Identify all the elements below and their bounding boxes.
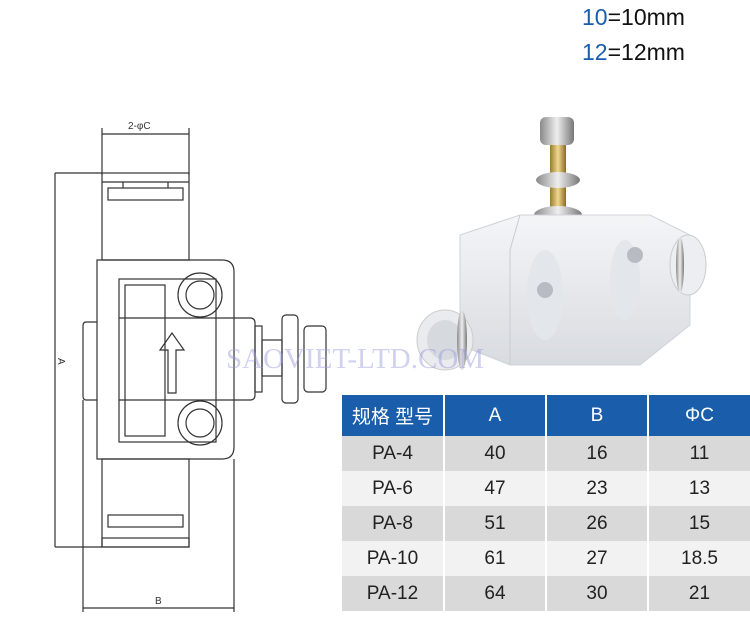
- cell-a: 47: [444, 471, 547, 506]
- dimension-b-label: B: [155, 596, 162, 607]
- size-code: 10: [582, 4, 608, 30]
- cell-c: 21: [648, 576, 750, 611]
- cell-b: 30: [546, 576, 649, 611]
- diameter-label: 2-φC: [128, 121, 151, 132]
- cell-a: 64: [444, 576, 547, 611]
- header-b: B: [546, 395, 649, 436]
- size-code: 12: [582, 39, 608, 65]
- cell-model: PA-6: [342, 471, 445, 506]
- cell-b: 23: [546, 471, 649, 506]
- cell-model: PA-8: [342, 506, 445, 541]
- dimension-a-label: A: [55, 358, 66, 365]
- cell-model: PA-4: [342, 436, 445, 471]
- cell-a: 40: [444, 436, 547, 471]
- cell-b: 27: [546, 541, 649, 576]
- product-photo: [416, 117, 707, 371]
- cell-b: 26: [546, 506, 649, 541]
- size-legend-12: 12=12mm: [582, 41, 685, 64]
- cell-c: 13: [648, 471, 750, 506]
- cell-b: 16: [546, 436, 649, 471]
- cell-model: PA-10: [342, 541, 445, 576]
- cell-c: 11: [648, 436, 750, 471]
- cell-model: PA-12: [342, 576, 445, 611]
- technical-drawing: 2-φC A B: [54, 121, 327, 612]
- cell-c: 15: [648, 506, 750, 541]
- size-value: =10mm: [607, 4, 685, 30]
- watermark: SAOVIET-LTD.COM: [226, 343, 485, 375]
- header-a: A: [444, 395, 547, 436]
- header-model: 规格 型号: [342, 395, 445, 436]
- size-value: =12mm: [607, 39, 685, 65]
- cell-c: 18.5: [648, 541, 750, 576]
- table-header-row: 规格 型号 A B ΦC: [342, 395, 750, 436]
- header-c: ΦC: [648, 395, 750, 436]
- cell-a: 61: [444, 541, 547, 576]
- size-legend-10: 10=10mm: [582, 6, 685, 29]
- cell-a: 51: [444, 506, 547, 541]
